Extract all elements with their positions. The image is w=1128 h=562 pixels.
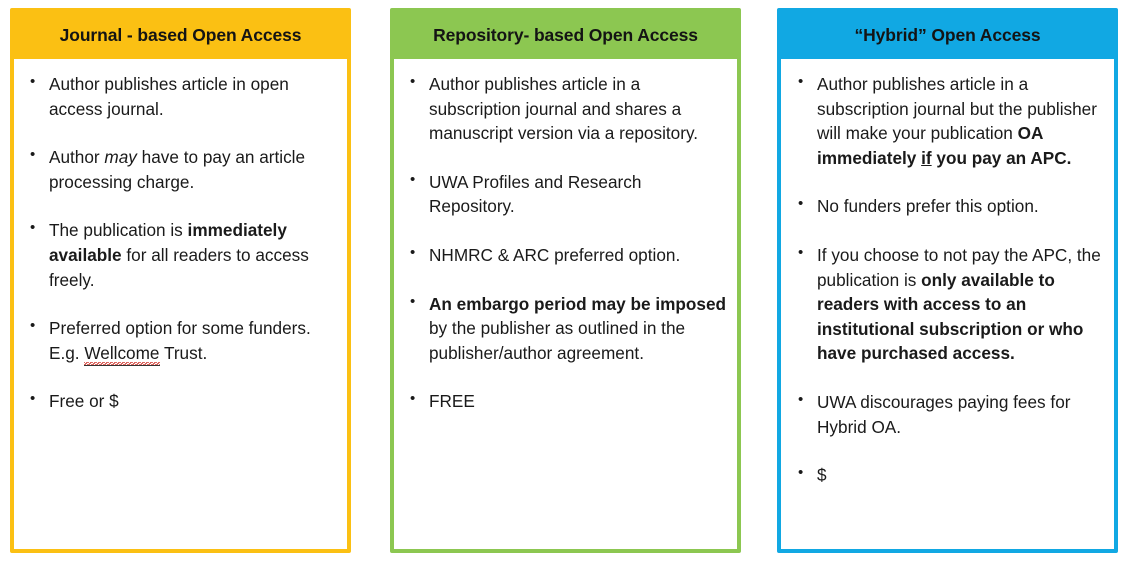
bullet-item: Preferred option for some funders. E.g. … xyxy=(27,315,341,366)
bullet-item: FREE xyxy=(407,388,731,414)
column-header-repository: Repository- based Open Access xyxy=(394,12,737,59)
bullet-text-segment: UWA discourages paying fees for Hybrid O… xyxy=(817,391,1071,437)
column-header-journal: Journal - based Open Access xyxy=(14,12,347,59)
bullet-text-segment: you pay an APC. xyxy=(931,147,1072,168)
bullet-text-segment: The publication is xyxy=(49,220,188,241)
column-body-repository: Author publishes article in a subscripti… xyxy=(394,59,737,549)
column-title-hybrid: “Hybrid” Open Access xyxy=(854,25,1041,46)
bullet-text-segment: Author xyxy=(49,147,105,168)
bullet-item: Free or $ xyxy=(27,388,341,414)
bullet-text-segment: NHMRC & ARC preferred option. xyxy=(429,244,681,265)
bullet-text-segment: Trust. xyxy=(159,342,208,363)
bullet-list-journal: Author publishes article in open access … xyxy=(27,71,341,414)
bullet-text-segment: have to pay an article processing charge… xyxy=(49,147,306,192)
column-card-repository: Repository- based Open Access Author pub… xyxy=(390,8,741,553)
bullet-item: Author publishes article in a subscripti… xyxy=(795,71,1108,170)
bullet-text-segment: immediately available xyxy=(49,220,287,265)
column-header-hybrid: “Hybrid” Open Access xyxy=(781,12,1114,59)
column-card-journal: Journal - based Open Access Author publi… xyxy=(10,8,351,553)
bullet-item: NHMRC & ARC preferred option. xyxy=(407,242,731,268)
bullet-text-segment: Author publishes article in open access … xyxy=(49,74,289,119)
bullet-text-segment: No funders prefer this option. xyxy=(817,196,1039,217)
bullet-text-segment: If you choose to not pay the APC, the pu… xyxy=(817,244,1101,290)
bullet-text-segment: OA immediately xyxy=(817,123,1043,168)
bullet-text-segment: $ xyxy=(817,465,827,486)
bullet-item: UWA Profiles and Research Repository. xyxy=(407,169,731,219)
bullet-text-segment: only available to readers with access to… xyxy=(817,269,1084,364)
bullet-text-segment: by the publisher as outlined in the publ… xyxy=(429,318,686,363)
bullet-text-segment: An embargo period may be imposed xyxy=(429,293,727,314)
bullet-text-segment: may xyxy=(104,147,137,168)
bullet-item: If you choose to not pay the APC, the pu… xyxy=(795,242,1108,366)
bullet-text-segment: Wellcome xyxy=(84,342,160,366)
bullet-text-segment: for all readers to access freely. xyxy=(49,244,309,290)
bullet-item: Author publishes article in a subscripti… xyxy=(407,71,731,146)
bullet-text-segment: FREE xyxy=(429,391,475,412)
bullet-text-segment: Author publishes article in a subscripti… xyxy=(817,74,1097,144)
column-card-hybrid: “Hybrid” Open Access Author publishes ar… xyxy=(777,8,1118,553)
bullet-list-hybrid: Author publishes article in a subscripti… xyxy=(795,71,1108,488)
bullet-text-segment: UWA Profiles and Research Repository. xyxy=(429,171,642,217)
bullet-item: $ xyxy=(795,462,1108,488)
bullet-item: No funders prefer this option. xyxy=(795,193,1108,219)
bullet-item: Author publishes article in open access … xyxy=(27,71,341,121)
bullet-text-segment: Free or $ xyxy=(49,391,119,412)
column-body-hybrid: Author publishes article in a subscripti… xyxy=(781,59,1114,549)
bullet-text-segment: Author publishes article in a subscripti… xyxy=(429,74,699,144)
bullet-text-segment: if xyxy=(921,147,932,168)
bullet-item: Author may have to pay an article proces… xyxy=(27,144,341,194)
bullet-text-segment: Preferred option for some funders. E.g. xyxy=(49,318,311,363)
bullet-item: The publication is immediately available… xyxy=(27,217,341,292)
bullet-item: UWA discourages paying fees for Hybrid O… xyxy=(795,389,1108,439)
bullet-list-repository: Author publishes article in a subscripti… xyxy=(407,71,731,414)
bullet-item: An embargo period may be imposed by the … xyxy=(407,291,731,366)
column-title-repository: Repository- based Open Access xyxy=(433,25,698,46)
column-body-journal: Author publishes article in open access … xyxy=(14,59,347,549)
column-title-journal: Journal - based Open Access xyxy=(59,25,302,46)
